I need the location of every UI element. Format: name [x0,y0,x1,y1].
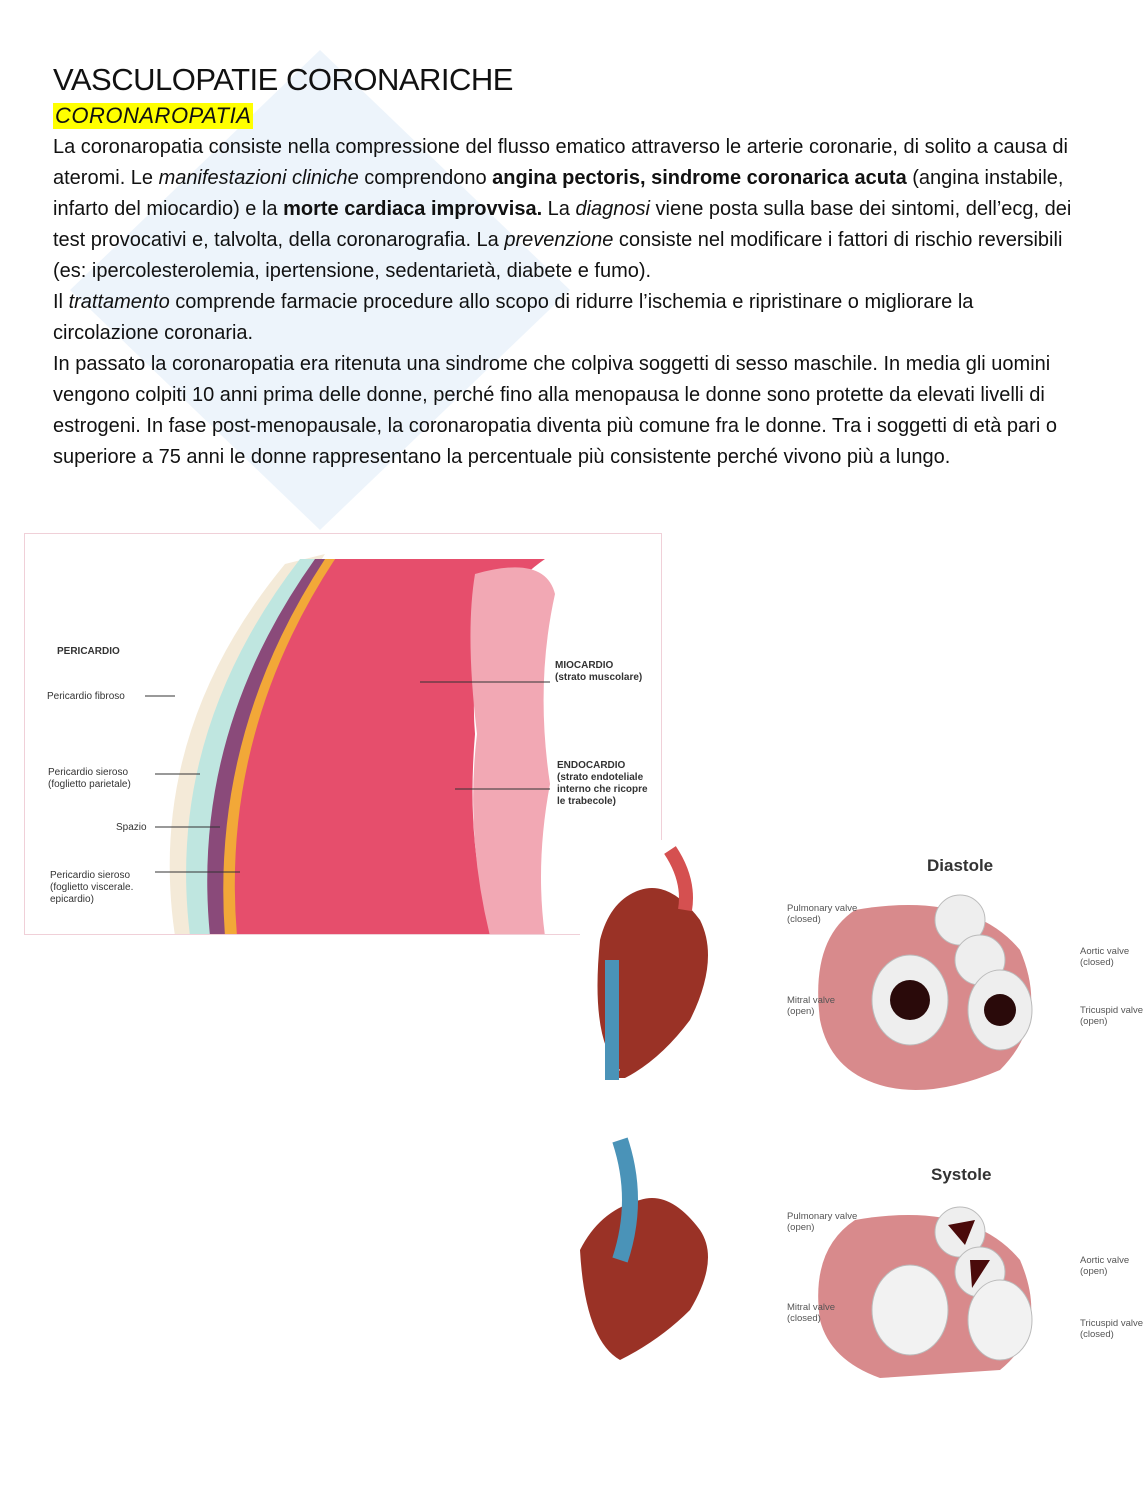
label-pericardio: PERICARDIO [57,646,120,657]
italic-text: manifestazioni cliniche [158,167,359,189]
italic-text: diagnosi [575,198,650,220]
heart-valves-illustration [580,846,1033,1378]
paragraph: La coronaropatia consiste nella compress… [53,132,1083,287]
italic-text: prevenzione [504,229,614,251]
text-run: La coronaropatia consiste nella compress… [53,136,1068,189]
heart-wall-illustration [145,554,555,934]
paragraph: Il trattamento comprende farmacie proced… [53,287,1083,349]
label-aortic-systole: Aortic valve(open) [1080,1255,1130,1277]
label-sieroso-parietale: Pericardio sieroso(foglietto parietale) [48,767,131,790]
valves-diastole-icon [818,894,1033,1090]
text-run: Il [53,291,69,313]
diastole-title: Diastole [927,856,994,875]
body-text: La coronaropatia consiste nella compress… [53,132,1083,473]
heart-valves-figure: Diastole Pulmonary valve(closed) Aortic … [580,840,1148,1378]
page-title: VASCULOPATIE CORONARICHE [53,62,513,97]
label-spazio: Spazio [116,822,147,833]
bold-text: angina pectoris, sindrome coronarica acu… [492,167,907,189]
label-mitral-systole: Mitral valve(closed) [787,1302,836,1324]
label-aortic-diastole: Aortic valve(closed) [1080,946,1130,968]
label-tricuspid-systole: Tricuspid valve(closed) [1080,1318,1144,1340]
label-mitral-diastole: Mitral valve(open) [787,995,836,1017]
label-pericardio-fibroso: Pericardio fibroso [47,691,125,702]
label-pulmonary-systole: Pulmonary valve(open) [787,1211,858,1233]
heart-diastole-icon [597,846,708,1080]
heart-wall-figure: PERICARDIO Pericardio fibroso Pericardio… [24,533,662,935]
label-sieroso-viscerale: Pericardio sieroso(foglietto viscerale.e… [50,870,134,905]
text-run: La [542,198,576,220]
text-run: (angina instabile, infarto del miocardio… [53,167,1064,220]
label-miocardio: MIOCARDIO(strato muscolare) [555,660,643,683]
text-run: viene posta sulla base dei sintomi, dell… [53,198,1072,251]
bold-text: morte cardiaca improvvisa. [283,198,543,220]
text-run: In passato la coronaropatia era ritenuta… [53,353,1057,468]
label-tricuspid-diastole: Tricuspid valve(open) [1080,1005,1144,1027]
valves-systole-icon [818,1206,1033,1378]
heart-systole-icon [580,1137,708,1360]
section-heading: CORONAROPATIA [53,103,254,129]
text-run: consiste nel modificare i fattori di ris… [53,229,1063,282]
text-run: comprendono [358,167,493,189]
label-pulmonary-diastole: Pulmonary valve(closed) [787,903,858,925]
paragraph: In passato la coronaropatia era ritenuta… [53,349,1083,473]
systole-title: Systole [931,1165,992,1184]
italic-text: trattamento [68,291,170,313]
text-run: comprende farmacie procedure allo scopo … [53,291,974,344]
